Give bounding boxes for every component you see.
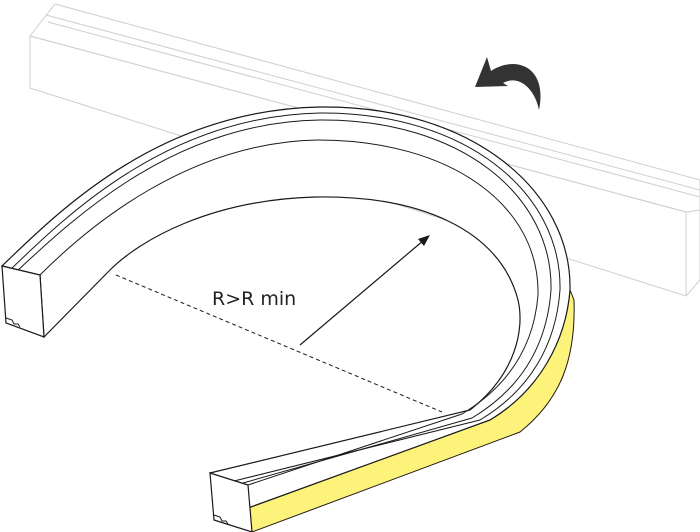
neon-strip-body — [0, 106, 571, 509]
strip-groove-lines — [9, 112, 561, 486]
rotate-counterclockwise-icon — [475, 57, 541, 110]
radius-arrow-icon — [299, 235, 430, 346]
radius-label: R>R min — [212, 288, 297, 310]
radius-baseline-dashed — [115, 274, 443, 413]
strip-end-left — [1, 265, 45, 338]
